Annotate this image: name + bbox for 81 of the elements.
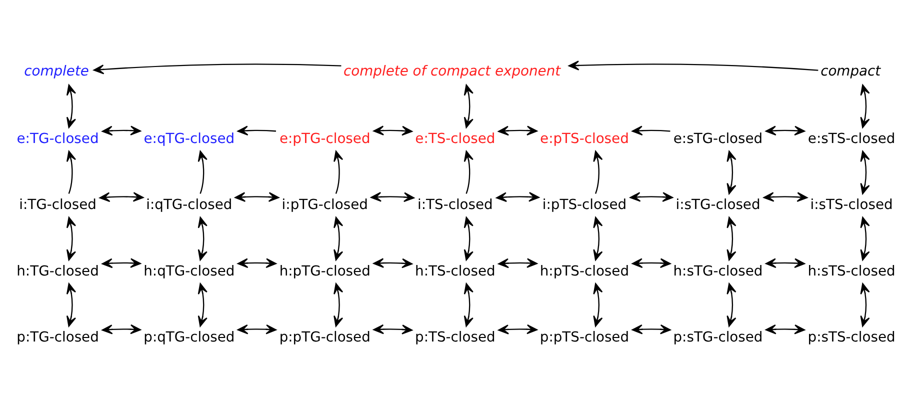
- arrow: [197, 150, 207, 194]
- arrow: [764, 324, 805, 334]
- node-text: complete of compact exponent: [343, 64, 560, 80]
- node-text: e:sTG-closed: [672, 130, 762, 147]
- arrow: [764, 126, 805, 136]
- arrow: [592, 216, 602, 261]
- arrow: [372, 126, 412, 136]
- node-text: p:sTG-closed: [672, 330, 762, 346]
- arrow: [370, 192, 414, 202]
- arrow: [463, 150, 473, 194]
- node-text: h:pTG-closed: [278, 263, 370, 280]
- arrow: [66, 150, 76, 194]
- node-text: i:pTS-closed: [542, 197, 626, 214]
- arrow: [66, 84, 76, 128]
- node-text: e:sTS-closed: [807, 130, 895, 147]
- node-text: h:pTS-closed: [539, 263, 629, 280]
- arrow: [629, 192, 673, 202]
- node-text: e:qTG-closed: [143, 130, 234, 147]
- arrow: [860, 150, 870, 194]
- arrow: [333, 216, 343, 261]
- arrow: [463, 283, 473, 327]
- arrow: [236, 258, 276, 268]
- node-text: p:pTS-closed: [539, 330, 629, 346]
- node-text: complete: [24, 64, 88, 80]
- node-text: e:pTG-closed: [278, 130, 370, 147]
- node-text: compact: [820, 64, 880, 80]
- arrow: [726, 216, 736, 261]
- arrow: [498, 126, 537, 136]
- node-text: e:TS-closed: [414, 130, 495, 147]
- arrow: [197, 283, 207, 327]
- node-text: h:sTS-closed: [807, 263, 895, 280]
- arrow: [860, 84, 870, 128]
- arrow: [726, 150, 736, 194]
- arrow: [631, 258, 670, 268]
- node-text: p:pTG-closed: [278, 330, 370, 346]
- arrow: [463, 216, 473, 261]
- arrow: [764, 258, 805, 268]
- node-text: i:TS-closed: [417, 197, 492, 214]
- arrow: [101, 258, 140, 268]
- node-text: e:pTS-closed: [540, 130, 628, 147]
- arrow: [101, 324, 140, 334]
- arrow: [234, 192, 279, 202]
- arrow: [592, 150, 602, 194]
- node-text: h:sTG-closed: [672, 263, 762, 280]
- node-text: i:pTG-closed: [281, 197, 368, 214]
- arrow: [236, 126, 276, 136]
- node-text: i:sTS-closed: [810, 197, 892, 214]
- arrow: [498, 324, 537, 334]
- arrow: [66, 216, 76, 261]
- arrow: [333, 283, 343, 327]
- node-text: p:TG-closed: [16, 330, 98, 346]
- arrow: [463, 84, 473, 128]
- arrow: [236, 324, 276, 334]
- arrow: [197, 216, 207, 261]
- arrow: [92, 64, 341, 74]
- node-text: p:TS-closed: [414, 330, 495, 346]
- arrow: [631, 126, 670, 136]
- node-text: h:qTG-closed: [143, 263, 234, 280]
- arrow: [592, 283, 602, 327]
- arrow: [726, 283, 736, 327]
- arrow: [98, 192, 144, 202]
- node-text: e:TG-closed: [16, 130, 98, 147]
- arrow: [372, 258, 412, 268]
- node-text: p:sTS-closed: [807, 330, 895, 346]
- node-text: i:qTG-closed: [146, 197, 232, 214]
- arrow: [496, 192, 539, 202]
- node-text: i:TG-closed: [18, 197, 96, 214]
- arrow: [631, 324, 670, 334]
- arrow: [498, 258, 537, 268]
- arrow: [568, 60, 818, 71]
- arrow: [101, 126, 140, 136]
- arrow: [333, 150, 343, 194]
- arrow: [860, 283, 870, 327]
- node-text: p:qTG-closed: [143, 330, 234, 346]
- node-text: h:TS-closed: [414, 263, 495, 280]
- node-text: h:TG-closed: [16, 263, 98, 280]
- arrow: [762, 192, 808, 202]
- arrow: [372, 324, 412, 334]
- arrow: [860, 216, 870, 261]
- node-text: i:sTG-closed: [675, 197, 760, 214]
- arrow: [66, 283, 76, 327]
